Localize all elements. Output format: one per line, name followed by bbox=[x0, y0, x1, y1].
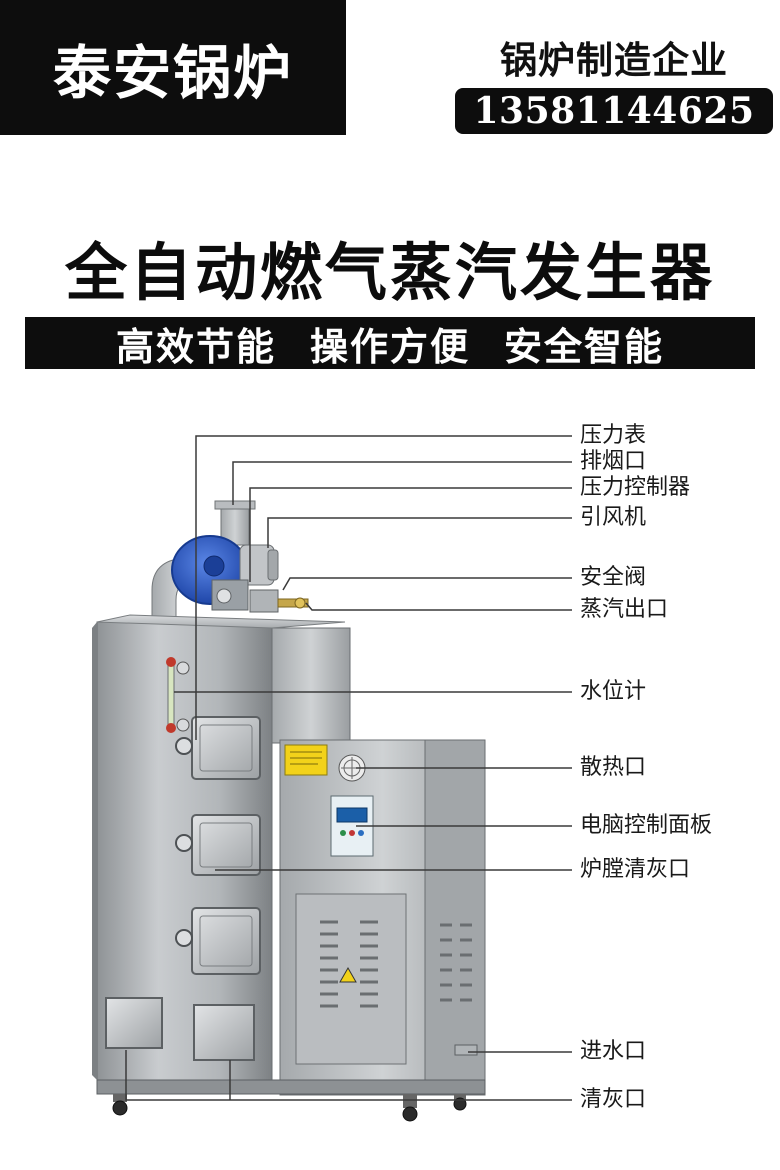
warning-label bbox=[284, 744, 328, 776]
water-level-gauge bbox=[167, 661, 175, 729]
furnace-door bbox=[175, 814, 261, 876]
label-water-level-gauge: 水位计 bbox=[580, 679, 647, 704]
feature-item: 操作方便 bbox=[309, 324, 470, 369]
callout-lines bbox=[125, 435, 572, 1101]
leader-ash-door bbox=[125, 1050, 572, 1101]
label-water-inlet: 进水口 bbox=[580, 1039, 647, 1064]
boiler-illustration bbox=[92, 435, 572, 1122]
phone-number: 13581144625 bbox=[455, 88, 773, 134]
leader-steam-outlet bbox=[305, 602, 572, 611]
company-slogan: 锅炉制造企业 bbox=[500, 39, 728, 82]
product-title: 全自动燃气蒸汽发生器 bbox=[64, 236, 715, 309]
label-exhaust-outlet: 排烟口 bbox=[580, 449, 647, 474]
label-furnace-ash-door: 炉膛清灰口 bbox=[580, 857, 691, 882]
leader-safety-valve bbox=[282, 577, 572, 591]
leader-exhaust bbox=[232, 461, 572, 505]
leader-pressure-controller bbox=[249, 487, 572, 582]
water-inlet bbox=[454, 1044, 478, 1056]
ash-door bbox=[193, 1004, 255, 1061]
label-ash-door: 清灰口 bbox=[580, 1087, 647, 1112]
furnace-door bbox=[175, 716, 261, 780]
feature-item: 高效节能 bbox=[115, 324, 276, 369]
louvers bbox=[320, 920, 378, 1008]
label-steam-outlet: 蒸汽出口 bbox=[580, 597, 669, 622]
ash-door bbox=[105, 997, 163, 1049]
leader-pressure-gauge bbox=[195, 435, 572, 740]
label-induced-fan: 引风机 bbox=[580, 505, 647, 530]
boiler-diagram: 压力表 排烟口 压力控制器 引风机 安全阀 蒸汽出口 水位计 散热口 电脑控制面… bbox=[0, 400, 780, 1170]
brand-name: 泰安锅炉 bbox=[52, 38, 293, 107]
label-heat-vent: 散热口 bbox=[580, 755, 647, 780]
wheel bbox=[112, 1094, 128, 1116]
louver-panel bbox=[295, 893, 407, 1065]
wheel bbox=[402, 1094, 418, 1122]
leader-fan bbox=[267, 517, 572, 548]
feature-banner: 高效节能 操作方便 安全智能 bbox=[25, 317, 755, 369]
feature-item: 安全智能 bbox=[504, 324, 665, 369]
brand-logo: 泰安锅炉 bbox=[0, 0, 346, 135]
label-pressure-controller: 压力控制器 bbox=[580, 475, 691, 500]
steam-outlet bbox=[277, 598, 309, 608]
side-louvers bbox=[440, 923, 472, 1002]
label-safety-valve: 安全阀 bbox=[580, 565, 647, 590]
label-pressure-gauge: 压力表 bbox=[580, 423, 647, 448]
wheel bbox=[453, 1094, 467, 1111]
furnace-door bbox=[175, 907, 261, 975]
label-control-panel: 电脑控制面板 bbox=[580, 813, 713, 838]
